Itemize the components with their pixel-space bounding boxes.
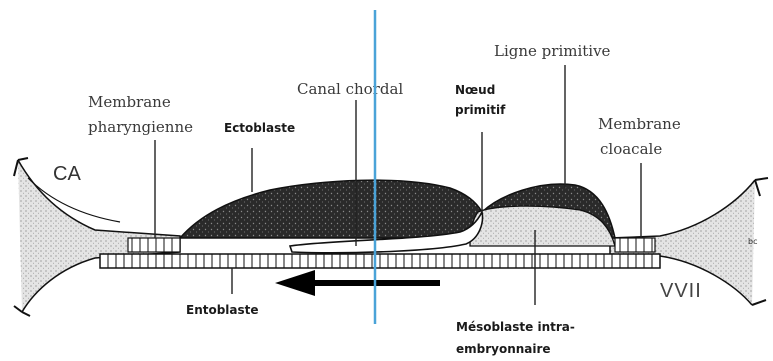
label-mesoblaste-1: Mésoblaste intra- [456, 320, 575, 334]
label-ca: CA [53, 163, 81, 185]
label-vvii: VVII [660, 280, 702, 302]
entoblast-layer [100, 254, 660, 268]
label-ectoblaste: Ectoblaste [224, 121, 295, 135]
label-mesoblaste-2: embryonnaire [456, 342, 551, 356]
label-entoblaste: Entoblaste [186, 303, 259, 317]
cloacal-membrane [615, 238, 655, 252]
pharyngeal-membrane [128, 238, 180, 252]
label-noeud-primitif-1: Nœud [455, 83, 495, 97]
label-membrane-cloacale-1: Membrane [598, 115, 681, 133]
direction-arrow [275, 270, 440, 296]
label-membrane-pharyngienne-2: pharyngienne [88, 118, 193, 136]
label-noeud-primitif-2: primitif [455, 103, 506, 117]
label-bc: bc [748, 237, 757, 246]
label-membrane-pharyngienne-1: Membrane [88, 93, 171, 111]
label-membrane-cloacale-2: cloacale [600, 140, 662, 158]
label-ligne-primitive: Ligne primitive [494, 42, 611, 60]
label-canal-chordal: Canal chordal [297, 80, 403, 98]
